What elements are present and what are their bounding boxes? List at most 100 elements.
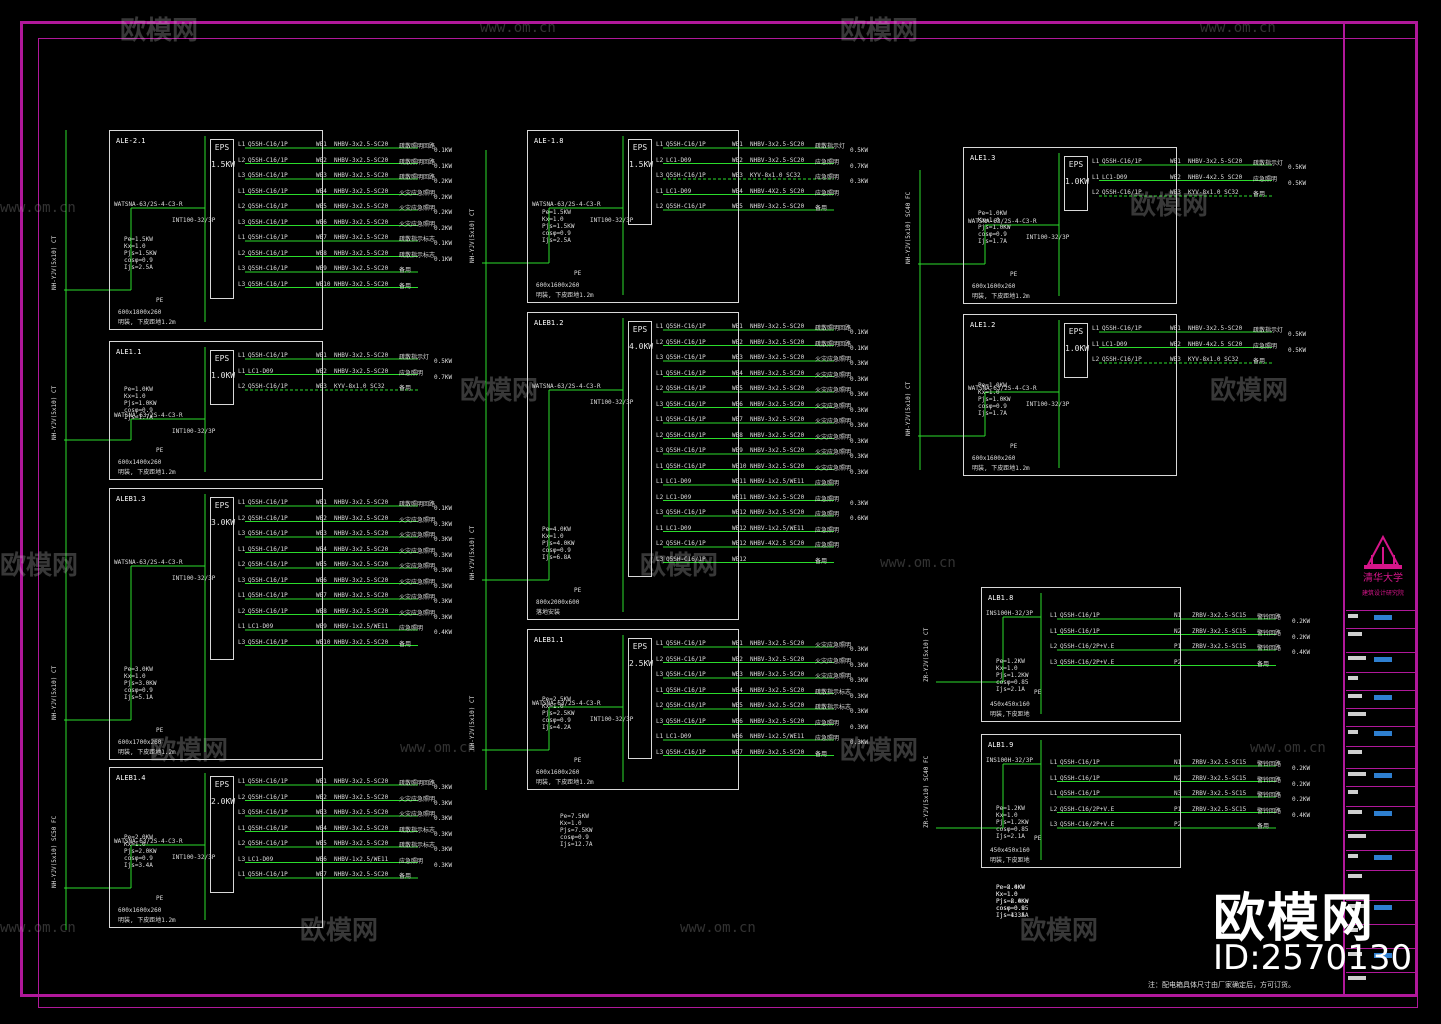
circuit-load: 0.5KW xyxy=(1288,346,1307,354)
circuit-breaker: Q5SH-C16/1P xyxy=(666,323,706,330)
circuit-description: 火灾应急照明 xyxy=(399,594,436,601)
eps-capacity: 1.5KW xyxy=(629,160,654,169)
circuit-description: 疏散指示灯 xyxy=(1253,160,1284,167)
cabinet-size: 450x450x160 xyxy=(990,701,1030,708)
load-parameter: Pe=1.0KW xyxy=(978,210,1007,217)
title-block-text xyxy=(1348,834,1366,838)
circuit-phase: L2 xyxy=(238,514,246,522)
circuit-breaker: LC1-D09 xyxy=(248,367,274,375)
feeder-cable-label: NH-YJV(5x10) CT xyxy=(905,381,912,436)
circuit-id: WE1 xyxy=(316,352,327,359)
watermark-url: www.om.cn xyxy=(0,200,76,216)
circuit-id: P2 xyxy=(1174,821,1182,828)
load-parameter: Kx=1.0 xyxy=(124,841,146,848)
circuit-breaker: Q5SH-C16/1P xyxy=(248,576,288,584)
main-breaker-label: WATSNA-63/2S-4-C3-R xyxy=(968,218,1037,225)
circuit-cable: NHBV-3x2.5-SC20 xyxy=(750,431,805,439)
panel-name: ALE1.1 xyxy=(116,348,142,356)
pe-label: PE xyxy=(156,727,164,734)
circuit-phase: L1 xyxy=(238,545,246,553)
watermark-brand: 欧模网 xyxy=(640,551,719,581)
circuit-id: WE12 xyxy=(732,509,747,516)
feeder-cable-label: NH-YJV(5x10) CT xyxy=(469,208,476,263)
circuit-cable: NHBV-3x2.5-SC20 xyxy=(334,203,389,210)
title-block-divider xyxy=(1346,708,1416,709)
circuit-description: 应急照明 xyxy=(815,542,840,549)
circuit-load: 0.5KW xyxy=(850,147,869,154)
eps-capacity: 1.0KW xyxy=(1065,344,1090,353)
eps-capacity: 4.0KW xyxy=(629,342,654,351)
load-parameter: Ijs=2.1A xyxy=(996,833,1025,840)
circuit-breaker: Q5SH-C16/1P xyxy=(248,187,288,195)
circuit-breaker: LC1-D09 xyxy=(666,156,692,164)
circuit-load: 0.5KW xyxy=(1288,164,1307,171)
circuit-cable: NHBV-4X2.5 SC20 xyxy=(750,187,805,195)
circuit-description: 火灾应急照明 xyxy=(815,464,852,472)
circuit-breaker: Q5SH-C16/1P xyxy=(666,655,706,663)
circuit-load: 0.3KW xyxy=(434,784,453,791)
title-block-text xyxy=(1348,952,1362,956)
title-block-signature xyxy=(1374,615,1392,620)
circuit-breaker: Q5SH-C16/1P xyxy=(248,871,288,878)
circuit-load: 0.2KW xyxy=(1292,796,1311,803)
circuit-breaker: Q5SH-C16/1P xyxy=(1102,356,1142,363)
pe-label: PE xyxy=(1010,271,1018,278)
circuit-cable: NHBV-3x2.5-SC20 xyxy=(1188,325,1243,332)
circuit-load: 0.5KW xyxy=(1288,331,1307,338)
circuit-breaker: LC1-D09 xyxy=(1102,173,1128,181)
circuit-description: 火灾应急照明 xyxy=(399,811,436,818)
title-block-divider xyxy=(1346,628,1416,629)
circuit-id: WE1 xyxy=(316,141,327,148)
circuit-cable: KYV-8x1.0 SC32 xyxy=(750,172,801,179)
circuit-phase: L3 xyxy=(656,509,664,516)
circuit-phase: L3 xyxy=(656,447,664,454)
title-block-divider xyxy=(1346,652,1416,653)
mounting-note: 明装, 下皮距地1.2m xyxy=(536,292,594,299)
circuit-cable: NHBV-3x2.5-SC20 xyxy=(750,748,805,756)
circuit-description: 警铃回路 xyxy=(1257,614,1282,621)
circuit-description: 备用 xyxy=(1253,191,1266,198)
circuit-breaker: LC1-D09 xyxy=(248,623,274,630)
circuit-phase: L1 xyxy=(656,733,664,740)
circuit-id: WE1 xyxy=(732,640,743,647)
circuit-description: 火灾应急照明 xyxy=(399,609,436,617)
secondary-breaker-label: INT100-32/3P xyxy=(590,399,634,406)
circuit-id: WE7 xyxy=(316,234,327,241)
title-block-text xyxy=(1348,750,1362,754)
eps-capacity: 1.5KW xyxy=(211,160,236,169)
circuit-load: 0.3KW xyxy=(850,406,869,414)
load-parameter: cosφ=0.9 xyxy=(124,407,153,414)
cabinet-size: 450x450x160 xyxy=(990,847,1030,854)
circuit-cable: NHBV-3x2.5-SC20 xyxy=(750,640,805,647)
circuit-description: 火灾应急照明 xyxy=(815,449,852,456)
circuit-breaker: Q5SH-C16/1P xyxy=(666,555,706,563)
circuit-load: 0.1KW xyxy=(850,329,869,336)
load-parameter: cosφ=0.85 xyxy=(996,826,1029,833)
eps-capacity: 2.5KW xyxy=(629,659,654,668)
circuit-load: 0.3KW xyxy=(850,422,869,429)
brand-badge-id: ID:2570130 xyxy=(1213,938,1413,978)
circuit-cable: NHBV-3x2.5-SC20 xyxy=(750,141,805,148)
circuit-phase: L1 xyxy=(238,778,246,785)
title-block-text xyxy=(1348,928,1358,932)
circuit-phase: L1 xyxy=(238,367,246,375)
title-block-signature xyxy=(1374,905,1392,910)
panel-name: ALE-2.1 xyxy=(116,137,146,145)
circuit-load: 0.3KW xyxy=(434,567,453,574)
circuit-breaker: LC1-D09 xyxy=(666,187,692,195)
feeder-cable-label: ZR-YJV(5x10) SC40 FC xyxy=(923,755,930,828)
secondary-breaker-label: INT100-32/3P xyxy=(590,716,634,723)
load-parameter: Pjs=1.5KW xyxy=(542,223,575,230)
circuit-cable: NHBV-3x2.5-SC20 xyxy=(750,671,805,678)
eps-label: EPS xyxy=(1068,327,1084,336)
secondary-breaker-label: INT100-32/3P xyxy=(172,575,216,582)
circuit-cable: ZRBV-3x2.5-SC15 xyxy=(1192,790,1247,797)
circuit-cable: NHBV-3x2.5-SC20 xyxy=(334,576,389,584)
circuit-phase: L3 xyxy=(656,172,664,179)
circuit-id: WE2 xyxy=(732,338,743,346)
total-load-line: cosφ=0.9 xyxy=(996,905,1025,912)
eps-capacity: 1.0KW xyxy=(1065,177,1090,186)
circuit-load: 0.6KW xyxy=(850,515,869,522)
circuit-id: N2 xyxy=(1174,774,1182,782)
